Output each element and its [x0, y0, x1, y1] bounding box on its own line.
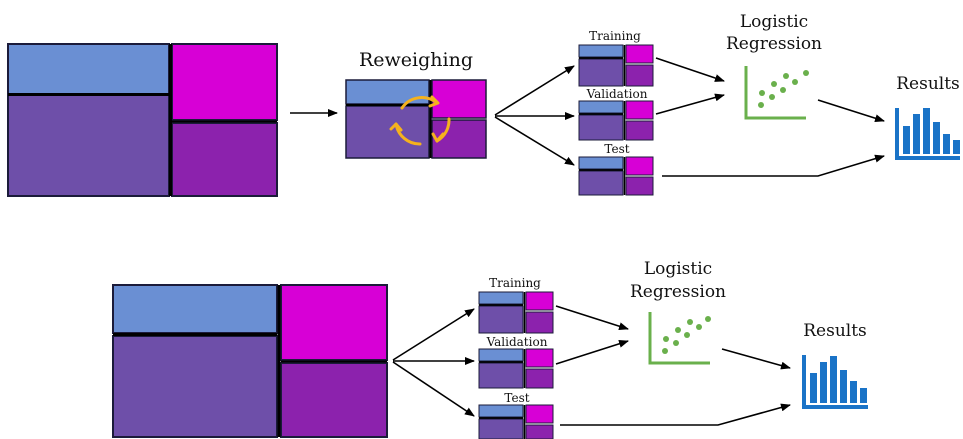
results-label: Results [803, 321, 867, 341]
reweighed-mosaic [345, 79, 487, 159]
split-label-validation: Validation [586, 87, 648, 101]
scatter-plot-icon [744, 66, 809, 120]
split-mosaic-test [578, 156, 654, 196]
split-label-training: Training [489, 276, 541, 290]
mosaic-cell-magenta [171, 43, 278, 121]
split-label-test: Test [604, 142, 629, 156]
split-mosaic-validation [478, 348, 554, 389]
split-mosaic-test [478, 404, 554, 439]
reweigh-cycle-icon [389, 95, 451, 146]
model-label-line2: Regression [630, 282, 726, 302]
split-label-test: Test [504, 391, 529, 405]
top-pipeline: Reweighing Training [7, 12, 960, 197]
reweigh-label: Reweighing [359, 49, 473, 71]
bar-chart-icon [802, 355, 868, 409]
model-label-line2: Regression [726, 34, 822, 54]
model-label-line1: Logistic [644, 259, 712, 279]
results-label: Results [896, 74, 960, 94]
scatter-plot-icon [648, 312, 711, 365]
top-dataset-mosaic [7, 43, 278, 197]
split-label-validation: Validation [486, 335, 548, 349]
mosaic-cell-violet [171, 122, 278, 197]
bottom-pipeline: Training Validation Test [112, 259, 868, 439]
mosaic-cell-blue [7, 43, 170, 95]
split-label-training: Training [589, 29, 641, 43]
split-mosaic-training [578, 44, 654, 87]
bottom-dataset-mosaic [112, 284, 388, 438]
model-label-line1: Logistic [740, 12, 808, 32]
bar-chart-icon [895, 108, 960, 160]
split-mosaic-training [478, 291, 554, 334]
mosaic-cell-purple [7, 94, 170, 197]
split-mosaic-validation [578, 100, 654, 141]
